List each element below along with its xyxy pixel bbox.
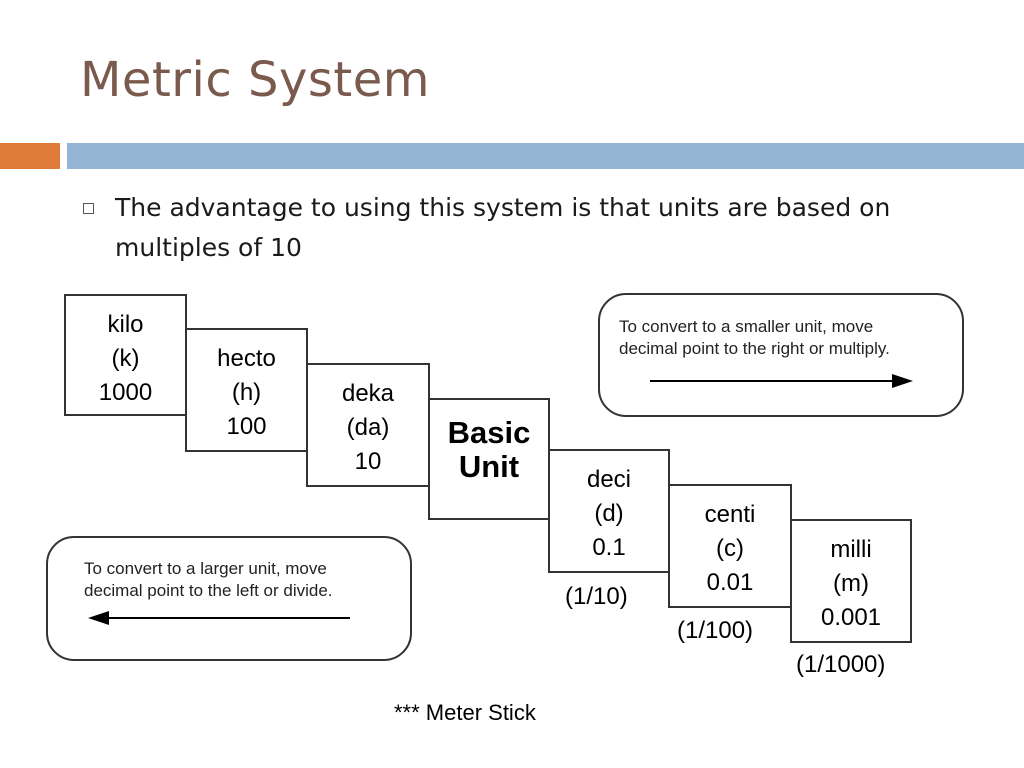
fraction-centi: (1/100) bbox=[677, 617, 754, 644]
note-larger-line1: To convert to a larger unit, move bbox=[84, 559, 327, 578]
bullet-text: The advantage to using this system is th… bbox=[115, 193, 891, 262]
note-smaller-unit: To convert to a smaller unit, move decim… bbox=[598, 293, 964, 417]
step-deka: deka (da) 10 bbox=[306, 363, 430, 487]
step-milli: milli (m) 0.001 bbox=[790, 519, 912, 643]
step-abbr: (d) bbox=[594, 500, 624, 527]
step-abbr: (h) bbox=[231, 379, 262, 406]
step-abbr: (da) bbox=[346, 414, 390, 441]
step-hecto: hecto (h) 100 bbox=[185, 328, 308, 452]
bullet-square-icon bbox=[83, 203, 94, 214]
basic-unit-box: Basic Unit bbox=[428, 398, 550, 520]
step-value: 1000 bbox=[98, 379, 153, 406]
accent-bar-orange bbox=[0, 143, 60, 169]
step-value: 0.01 bbox=[706, 569, 754, 596]
fraction-milli: (1/1000) bbox=[796, 651, 886, 678]
note-larger-line2: decimal point to the left or divide. bbox=[84, 581, 333, 600]
step-name: milli bbox=[830, 536, 872, 563]
step-name: deci bbox=[586, 466, 632, 493]
step-name: centi bbox=[704, 501, 756, 528]
footer-note: *** Meter Stick bbox=[394, 700, 536, 725]
step-name: kilo bbox=[107, 311, 144, 338]
note-smaller-line2: decimal point to the right or multiply. bbox=[619, 339, 890, 358]
step-name: deka bbox=[341, 380, 395, 407]
step-value: 0.001 bbox=[820, 604, 882, 631]
step-abbr: (m) bbox=[833, 570, 869, 597]
arrow-right-icon bbox=[650, 374, 913, 388]
step-abbr: (c) bbox=[716, 535, 744, 562]
step-kilo: kilo (k) 1000 bbox=[64, 294, 187, 416]
arrow-left-icon bbox=[88, 611, 350, 625]
note-smaller-line1: To convert to a smaller unit, move bbox=[619, 317, 874, 336]
step-name: hecto bbox=[217, 345, 276, 372]
basic-unit-line1: Basic bbox=[447, 415, 531, 450]
basic-unit-line2: Unit bbox=[458, 449, 520, 484]
step-centi: centi (c) 0.01 bbox=[668, 484, 792, 608]
note-larger-unit: To convert to a larger unit, move decima… bbox=[46, 536, 412, 661]
step-value: 0.1 bbox=[592, 534, 626, 561]
step-deci: deci (d) 0.1 bbox=[548, 449, 670, 573]
slide-title: Metric System bbox=[80, 52, 430, 108]
fraction-deci: (1/10) bbox=[565, 583, 628, 610]
accent-bar-blue bbox=[67, 143, 1024, 169]
step-value: 100 bbox=[226, 413, 267, 440]
step-abbr: (k) bbox=[111, 345, 140, 372]
step-value: 10 bbox=[354, 448, 382, 475]
